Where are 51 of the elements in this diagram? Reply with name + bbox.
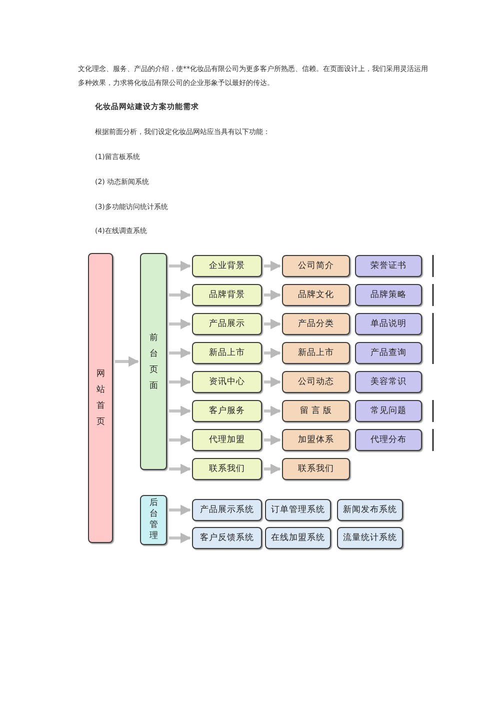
- page-box: 品牌策略: [355, 284, 422, 306]
- page-box: 资讯中心: [192, 371, 262, 393]
- page-box: 代理加盟: [192, 429, 262, 451]
- page-box: 品牌文化: [282, 284, 350, 306]
- arrow: [169, 348, 192, 358]
- page-box: 荣誉证书: [355, 255, 422, 277]
- arrow: [169, 290, 192, 300]
- page-box: 加盟体系: [282, 429, 350, 451]
- arrow: [115, 356, 140, 367]
- arrow: [169, 532, 192, 544]
- system-box: 在线加盟系统: [265, 527, 331, 549]
- arrow: [169, 376, 192, 388]
- page-box: 常见问题: [355, 400, 422, 422]
- system-box: 新闻发布系统: [337, 499, 403, 521]
- page-box: 产品展示: [192, 313, 262, 335]
- arrow: [169, 318, 192, 330]
- arrow: [169, 260, 192, 272]
- page-box: 留 言 版: [282, 400, 350, 422]
- system-box: 产品展示系统: [192, 499, 262, 521]
- system-box: 订单管理系统: [265, 499, 331, 521]
- page-box: 产品分类: [282, 313, 350, 335]
- page-box: 企业背景: [192, 255, 262, 277]
- arrow: [264, 406, 282, 416]
- section-box: 前台页面: [140, 253, 167, 470]
- arrow: [169, 504, 192, 516]
- arrow: [264, 464, 282, 474]
- arrow: [169, 434, 192, 446]
- arrow: [264, 318, 282, 330]
- arrow: [169, 406, 192, 416]
- page-box: 单品说明: [355, 313, 422, 335]
- section-box: 后台管理: [140, 495, 167, 545]
- arrow: [264, 260, 282, 272]
- page-box: 联系我们: [192, 458, 262, 480]
- arrow: [264, 376, 282, 388]
- page-box: 品牌背景: [192, 284, 262, 306]
- home-box: 网站首页: [88, 253, 113, 543]
- page-box: 产品查询: [355, 342, 422, 364]
- arrow: [264, 434, 282, 446]
- page-box: 联系我们: [282, 458, 350, 480]
- page-box: 新品上市: [282, 342, 350, 364]
- page-box: 公司动态: [282, 371, 350, 393]
- page-box: 新品上市: [192, 342, 262, 364]
- arrow: [264, 290, 282, 300]
- page-box: 代理分布: [355, 429, 422, 451]
- page-box: 客户服务: [192, 400, 262, 422]
- system-box: 流量统计系统: [337, 527, 403, 549]
- page-box: 公司简介: [282, 255, 350, 277]
- page-box: 美容常识: [355, 371, 422, 393]
- arrow: [169, 464, 192, 474]
- system-box: 客户反馈系统: [192, 527, 262, 549]
- arrow: [264, 348, 282, 358]
